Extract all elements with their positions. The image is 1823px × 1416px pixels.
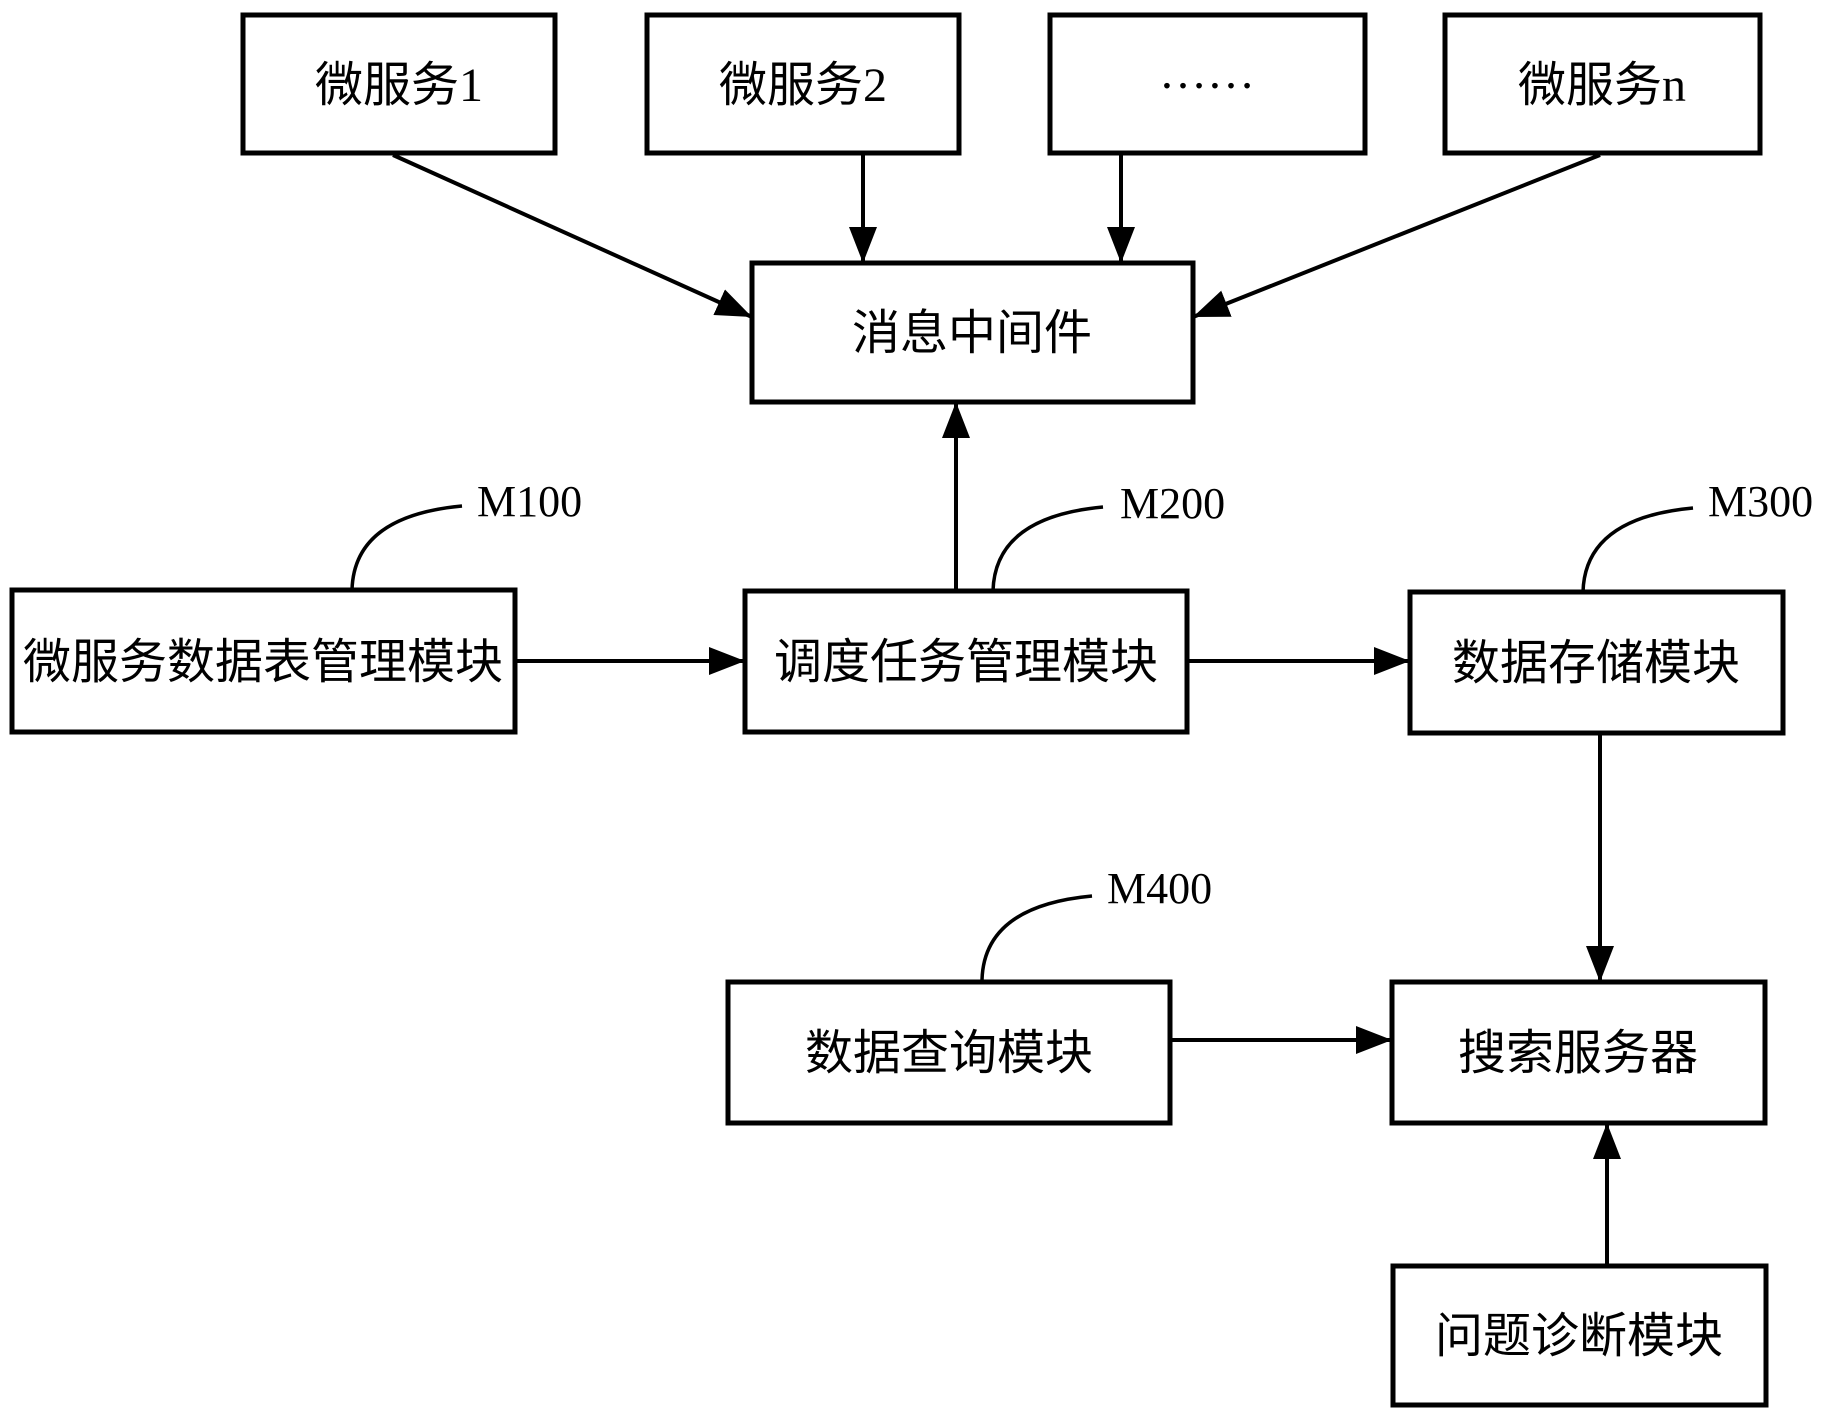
node-search-server: 搜索服务器 bbox=[1389, 979, 1768, 1126]
leader-curve-m100 bbox=[350, 504, 463, 591]
ref-label-m300: M300 bbox=[1708, 477, 1813, 526]
node-microservice-n-box bbox=[1442, 12, 1763, 156]
node-message-middleware: 消息中间件 bbox=[749, 260, 1196, 405]
node-data-storage-label: 数据存储模块 bbox=[1452, 637, 1740, 690]
node-message-middleware-label: 消息中间件 bbox=[852, 307, 1092, 360]
node-search-server-box bbox=[1389, 979, 1768, 1126]
node-data-storage: 数据存储模块 bbox=[1407, 589, 1786, 736]
node-problem-diagnosis-box bbox=[1390, 1263, 1769, 1408]
leader-curve-m400 bbox=[980, 894, 1093, 981]
node-data-storage-box bbox=[1407, 589, 1786, 736]
node-microservice-ellipsis-label: …… bbox=[1159, 46, 1255, 99]
node-data-query-label: 数据查询模块 bbox=[805, 1027, 1093, 1080]
node-microservice-ellipsis: …… bbox=[1047, 12, 1368, 156]
node-microservice-table-mgmt: 微服务数据表管理模块 bbox=[9, 587, 518, 735]
node-microservice-table-mgmt-label: 微服务数据表管理模块 bbox=[23, 636, 503, 689]
leader-curve-m300 bbox=[1581, 506, 1694, 593]
node-microservice-ellipsis-box bbox=[1047, 12, 1368, 156]
node-microservice1-box bbox=[240, 12, 558, 156]
node-data-query: 数据查询模块 bbox=[725, 979, 1173, 1126]
ref-label-m400: M400 bbox=[1107, 864, 1212, 913]
arrow-microservice-n-to-middleware bbox=[1192, 153, 1601, 319]
leader-curve-m200 bbox=[991, 505, 1104, 592]
node-problem-diagnosis: 问题诊断模块 bbox=[1390, 1263, 1769, 1408]
node-data-query-box bbox=[725, 979, 1173, 1126]
node-microservice-n: 微服务n bbox=[1442, 12, 1763, 156]
node-microservice2: 微服务2 bbox=[644, 12, 962, 156]
node-microservice1: 微服务1 bbox=[240, 12, 558, 156]
node-microservice-n-label: 微服务n bbox=[1518, 59, 1686, 112]
node-schedule-task-mgmt-label: 调度任务管理模块 bbox=[774, 636, 1158, 689]
node-microservice-table-mgmt-box bbox=[9, 587, 518, 735]
node-schedule-task-mgmt-box bbox=[742, 588, 1190, 735]
node-search-server-label: 搜索服务器 bbox=[1458, 1027, 1698, 1080]
node-schedule-task-mgmt: 调度任务管理模块 bbox=[742, 588, 1190, 735]
node-message-middleware-box bbox=[749, 260, 1196, 405]
node-microservice2-label: 微服务2 bbox=[719, 59, 887, 112]
node-microservice1-label: 微服务1 bbox=[315, 59, 483, 112]
node-problem-diagnosis-label: 问题诊断模块 bbox=[1435, 1310, 1723, 1363]
arrow-microservice1-to-middleware bbox=[392, 153, 753, 319]
ref-label-m100: M100 bbox=[477, 477, 582, 526]
node-microservice2-box bbox=[644, 12, 962, 156]
ref-label-m200: M200 bbox=[1120, 479, 1225, 528]
